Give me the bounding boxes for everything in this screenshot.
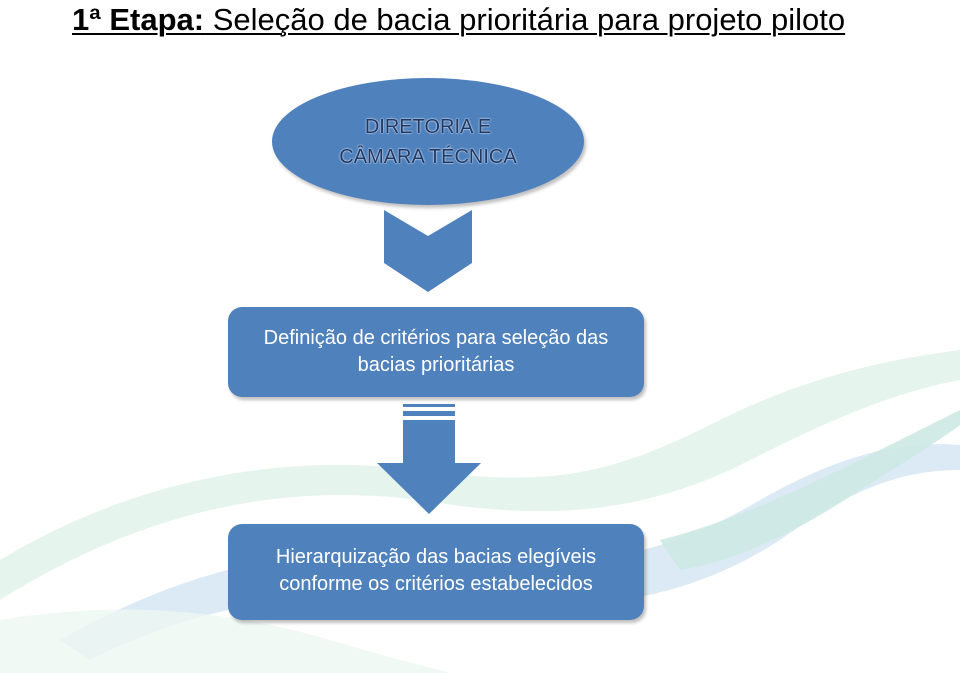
box1-line1: Definição de critérios para seleção das: [263, 327, 609, 349]
wave-light-green: [0, 350, 960, 600]
arrow-stripe-2: [403, 411, 455, 416]
hierarchization-box: Hierarquização das bacias elegíveis conf…: [228, 524, 644, 620]
ellipse-label: DIRETORIA E CÂMARA TÉCNICA: [272, 112, 584, 172]
box1-line2: bacias prioritárias: [357, 354, 515, 376]
ellipse-label-line2: CÂMARA TÉCNICA: [339, 146, 517, 168]
ellipse-label-line1: DIRETORIA E: [364, 116, 492, 138]
slide-title: 1ª Etapa: Seleção de bacia prioritária p…: [72, 2, 845, 38]
title-text: Seleção de bacia prioritária para projet…: [204, 2, 846, 37]
title-prefix: 1ª Etapa:: [72, 2, 205, 37]
arrow-body: [377, 420, 481, 514]
arrow-stripe-1: [403, 404, 455, 407]
criteria-definition-box: Definição de critérios para seleção das …: [228, 307, 644, 397]
wave-teal-stroke: [660, 410, 960, 570]
box2-line2: conforme os critérios estabelecidos: [279, 573, 593, 595]
box2-line1: Hierarquização das bacias elegíveis: [275, 546, 597, 568]
wave-pale-bottom: [0, 609, 450, 673]
diretoria-ellipse: [272, 78, 584, 205]
chevron-shape: [384, 210, 472, 292]
